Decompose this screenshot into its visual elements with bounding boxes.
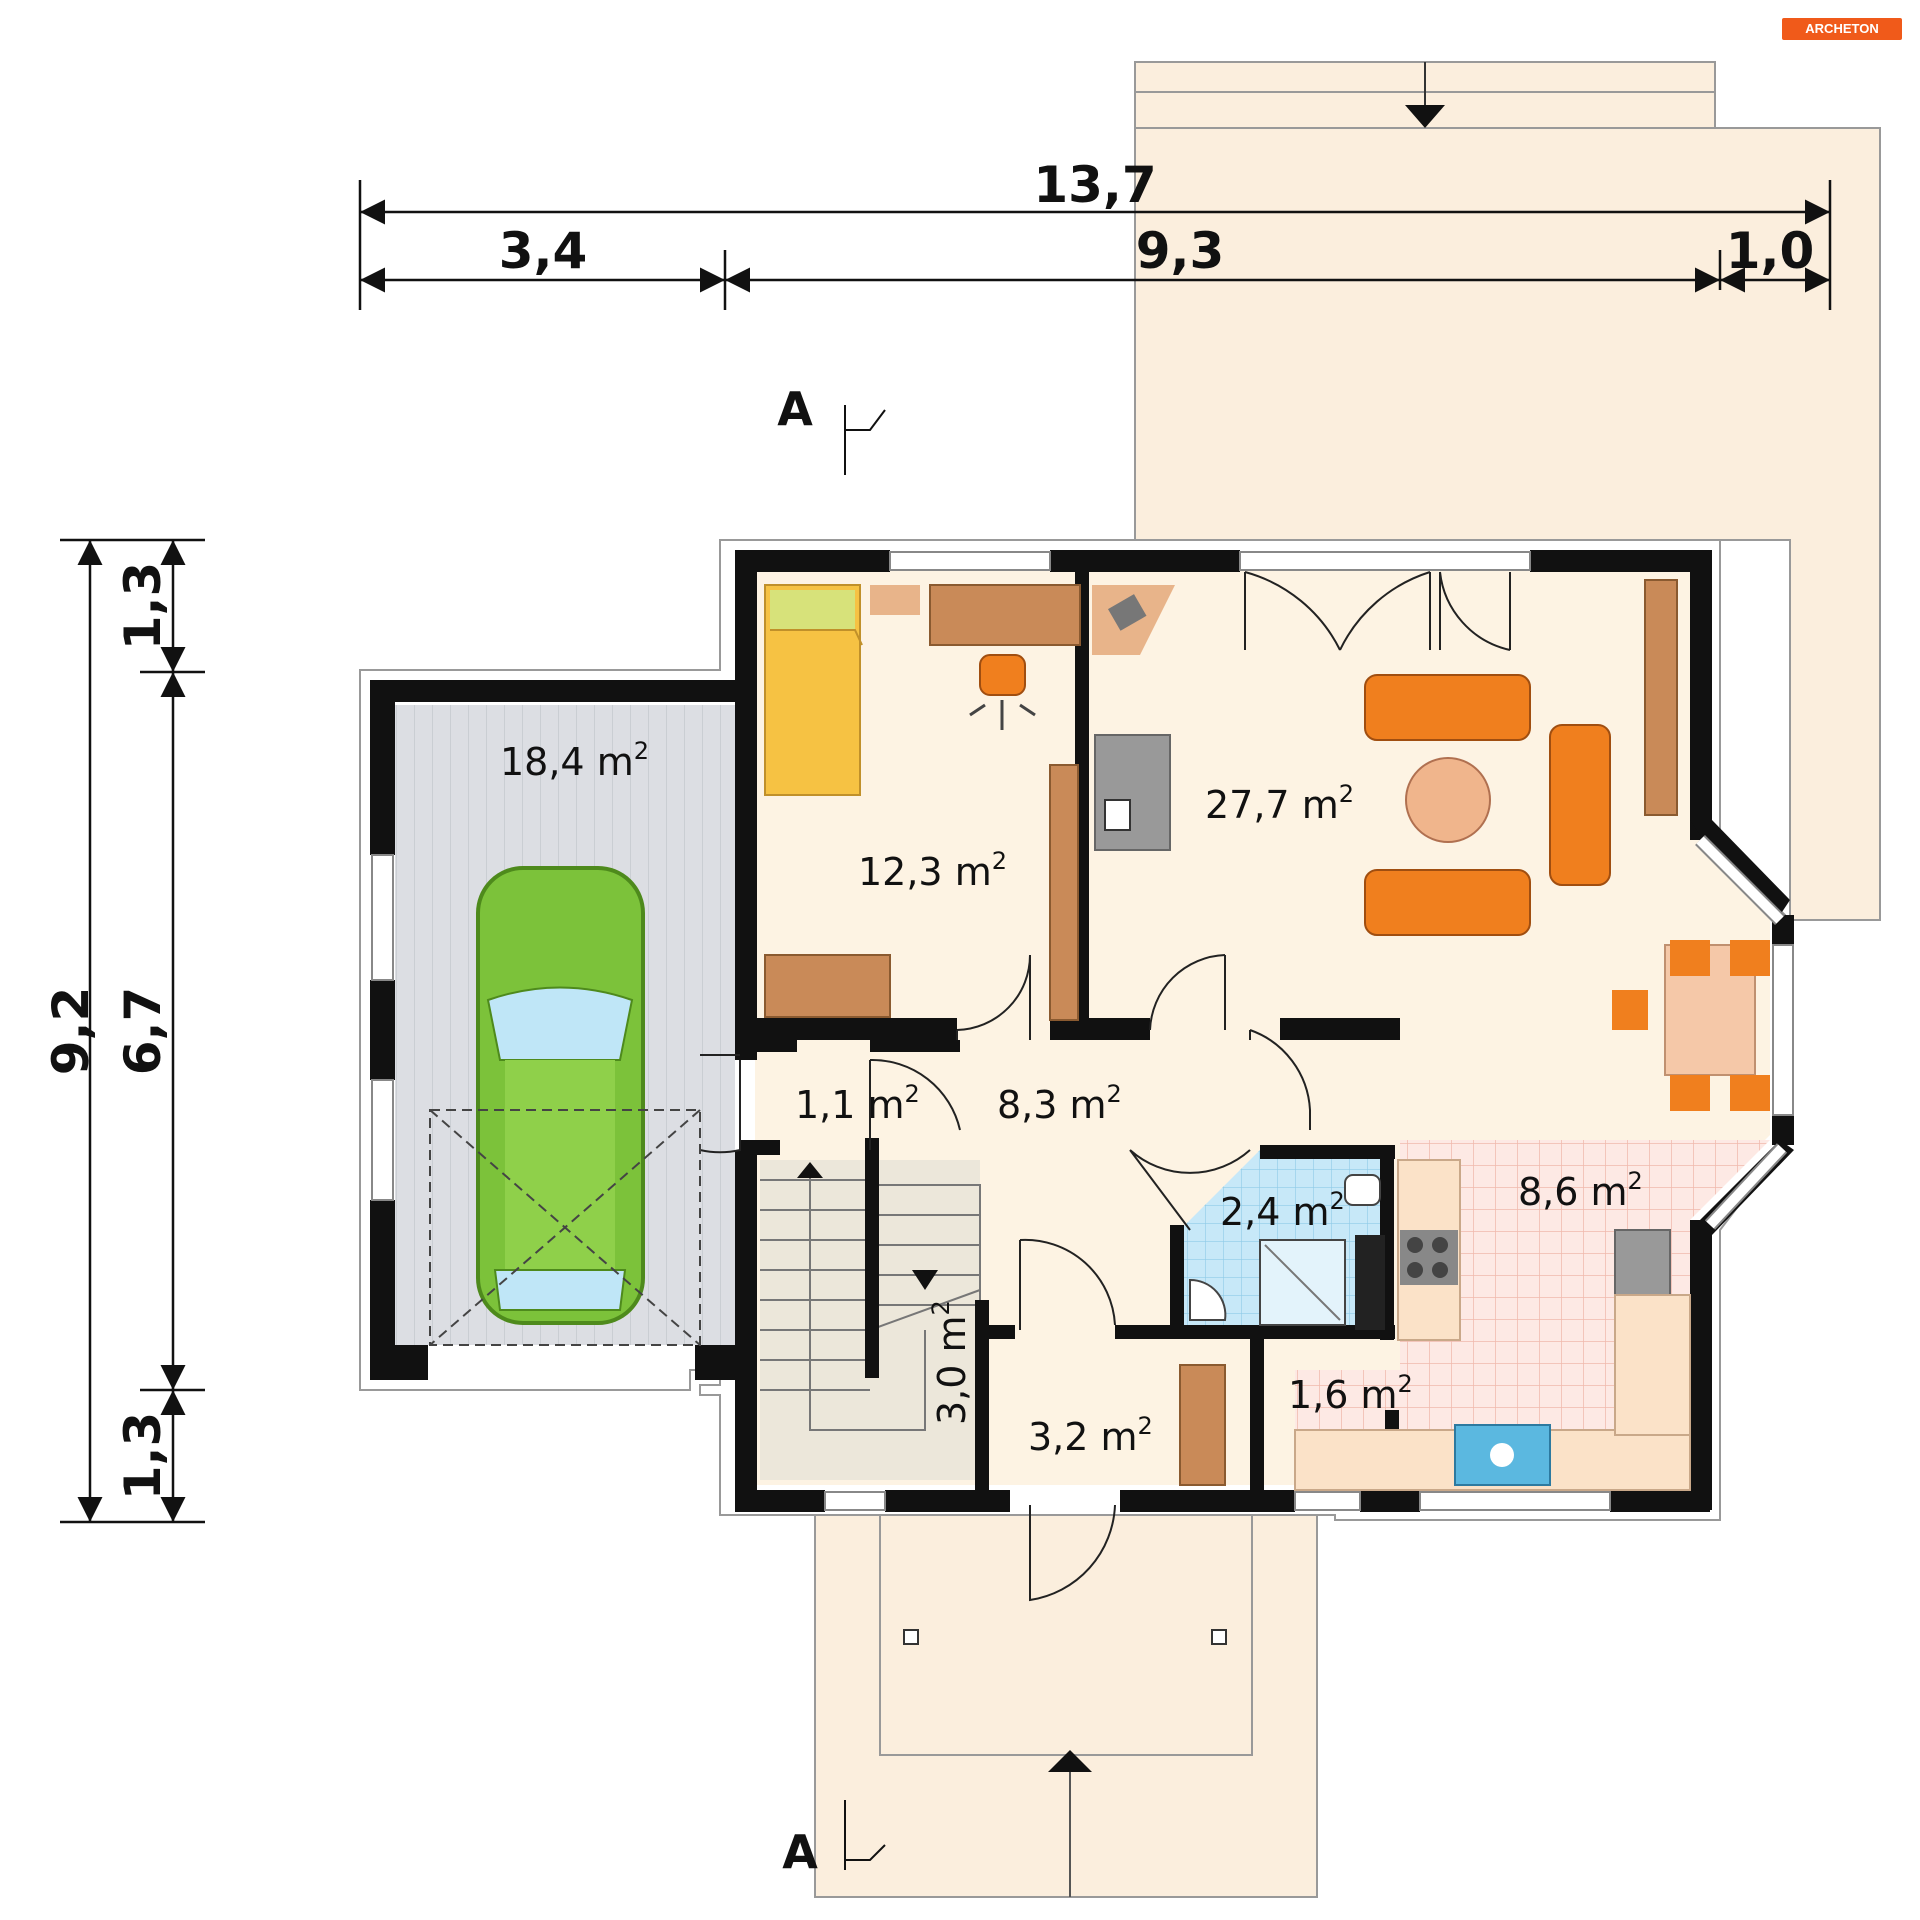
room-area-living: 27,7 m2 (1205, 780, 1354, 827)
section-mark-top: A (777, 382, 886, 475)
staircase (760, 1175, 981, 1431)
room-area-pantry: 1,6 m2 (1288, 1370, 1413, 1417)
bedroom-furniture (764, 584, 1081, 1021)
windows (371, 551, 1794, 1511)
archeton-logo: ARCHETON (1782, 18, 1902, 40)
dim-segment-center: 6,7 (114, 987, 172, 1076)
room-area-wc: 1,1 m2 (795, 1080, 920, 1127)
section-label-bottom: A (782, 1825, 818, 1879)
fixtures (1179, 1159, 1691, 1491)
terrace-entrance (814, 1514, 1318, 1898)
room-area-garage: 18,4 m2 (500, 737, 649, 784)
section-label-top: A (777, 382, 813, 436)
terrace-rear (1134, 61, 1881, 921)
room-area-bathroom: 2,4 m2 (1220, 1187, 1345, 1234)
doors (699, 571, 1511, 1602)
walls (370, 550, 1794, 1512)
section-mark-bottom: A (782, 1800, 886, 1879)
dim-overall-depth: 9,2 (42, 987, 100, 1076)
dim-segment-middle: 9,3 (1136, 222, 1225, 280)
dim-segment-right: 1,0 (1726, 222, 1815, 280)
living-furniture (1092, 579, 1770, 1111)
dim-segment-top: 1,3 (114, 562, 172, 651)
room-area-hall: 8,3 m2 (997, 1080, 1122, 1127)
dim-overall-width: 13,7 (1033, 156, 1156, 214)
dimension-lines (60, 180, 1832, 1524)
logo-text: ARCHETON (1805, 21, 1879, 36)
room-area-vestibule: 3,2 m2 (1028, 1412, 1153, 1459)
car (429, 866, 701, 1346)
dim-segment-left: 3,4 (499, 222, 588, 280)
room-area-bedroom: 12,3 m2 (858, 847, 1007, 894)
dim-segment-bottom: 1,3 (114, 1412, 172, 1501)
room-area-stairs: 3,0 m2 (927, 1300, 974, 1425)
room-area-kitchen: 8,6 m2 (1518, 1167, 1643, 1214)
